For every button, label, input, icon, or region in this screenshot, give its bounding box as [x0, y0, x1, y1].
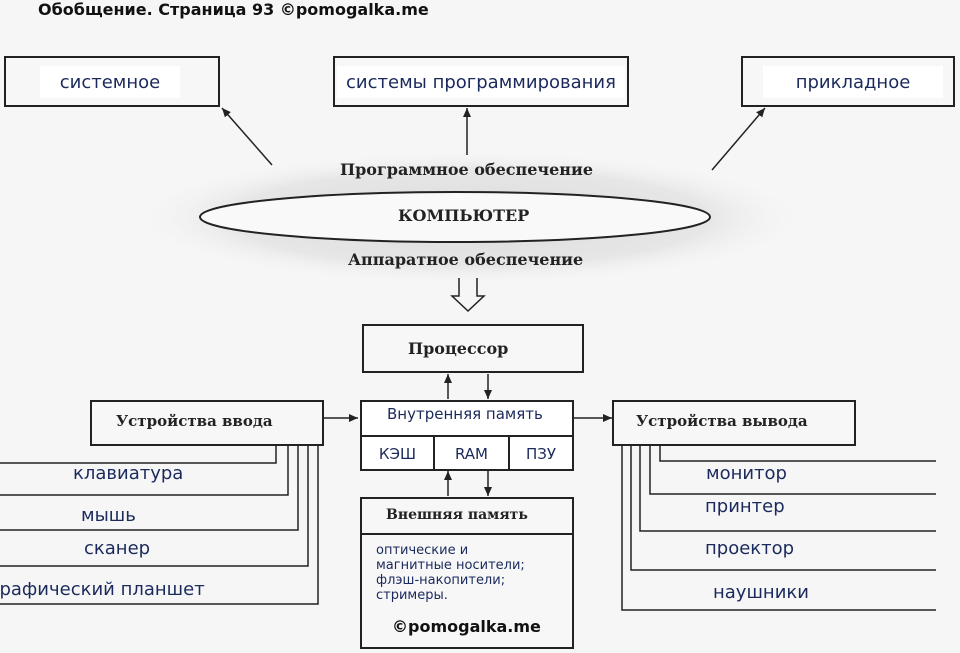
- system-software-label: системное: [40, 66, 180, 98]
- software-heading: Программное обеспечение: [340, 160, 594, 179]
- watermark: ©pomogalka.me: [392, 617, 541, 636]
- cell-divider-1: [433, 435, 435, 470]
- input-connectors: [0, 446, 319, 605]
- computer-ellipse: [199, 191, 711, 243]
- input-item-keyboard: клавиатура: [73, 463, 184, 484]
- input-item-mouse: мышь: [81, 505, 136, 526]
- page-header: Обобщение. Страница 93 ©pomogalka.me: [38, 0, 429, 19]
- input-item-scanner: сканер: [84, 538, 151, 559]
- output-item-projector: проектор: [705, 538, 795, 559]
- processor-label: Процессор: [408, 339, 509, 358]
- hardware-heading: Аппаратное обеспечение: [348, 250, 584, 269]
- output-devices-box: [612, 400, 856, 446]
- computer-label: КОМПЬЮТЕР: [398, 206, 530, 225]
- external-memory-text: оптические и магнитные носители; флэш-на…: [376, 543, 525, 603]
- arrow-to-applied: [711, 107, 766, 171]
- external-memory-divider: [362, 533, 572, 535]
- hollow-down-arrow: [450, 278, 486, 313]
- input-item-tablet: графический планшет: [0, 579, 205, 600]
- applied-software-label: прикладное: [763, 66, 943, 98]
- rom-cell: ПЗУ: [525, 444, 557, 463]
- output-connectors: [621, 446, 936, 611]
- processor-box: [362, 324, 584, 373]
- output-item-printer: принтер: [705, 496, 785, 517]
- input-devices-box: [90, 400, 324, 446]
- output-item-monitor: монитор: [706, 463, 787, 484]
- input-devices-title: Устройства ввода: [116, 412, 273, 430]
- internal-memory-title: Внутренняя память: [387, 405, 543, 423]
- external-memory-title: Внешняя память: [386, 507, 528, 523]
- internal-memory-divider: [362, 435, 572, 437]
- output-item-headphones: наушники: [713, 582, 809, 603]
- programming-label: системы программирования: [337, 66, 625, 98]
- cache-cell: КЭШ: [378, 444, 417, 463]
- external-memory-box: [360, 497, 574, 649]
- ram-cell: RAM: [454, 444, 489, 463]
- cell-divider-2: [508, 435, 510, 470]
- arrow-to-system: [221, 107, 273, 166]
- output-devices-title: Устройства вывода: [636, 412, 808, 430]
